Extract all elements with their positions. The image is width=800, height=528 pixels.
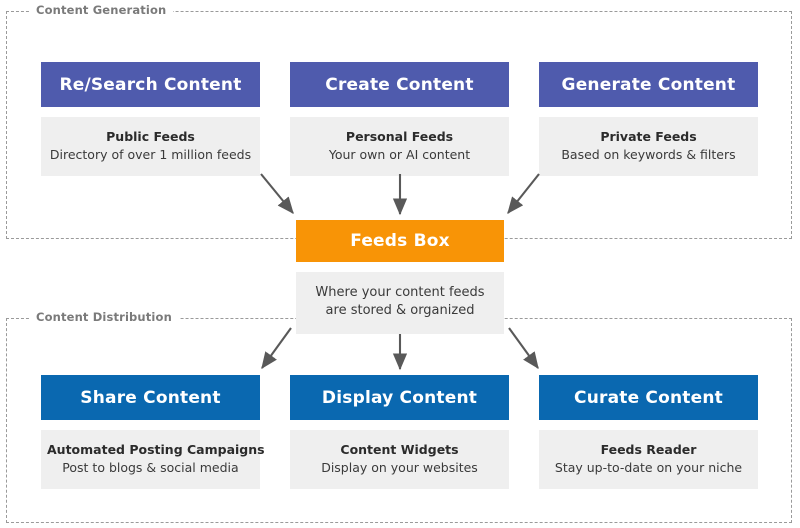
card-generate-content[interactable]: Generate Content Private Feeds Based on … <box>539 62 758 176</box>
card-body-sub-personal-feeds: Your own or AI content <box>328 146 471 162</box>
card-share-content[interactable]: Share Content Automated Posting Campaign… <box>41 375 265 489</box>
card-body-sub-automated-posting-campaigns: Post to blogs & social media <box>62 459 239 475</box>
card-header-feeds-box[interactable]: Feeds Box <box>296 220 504 262</box>
card-body-line2-feeds-box: are stored & organized <box>325 303 475 319</box>
card-body-display-content: Content Widgets Display on your websites <box>290 430 509 489</box>
card-create-content[interactable]: Create Content Personal Feeds Your own o… <box>290 62 509 176</box>
card-body-sub-content-widgets: Display on your websites <box>321 459 478 475</box>
card-curate-content[interactable]: Curate Content Feeds Reader Stay up-to-d… <box>539 375 758 489</box>
card-body-sub-private-feeds: Based on keywords & filters <box>561 146 736 162</box>
section-label-content-distribution: Content Distribution <box>29 310 179 324</box>
section-label-content-generation: Content Generation <box>29 3 174 17</box>
card-header-generate-content[interactable]: Generate Content <box>539 62 758 107</box>
card-body-line1-feeds-box: Where your content feeds <box>315 285 485 300</box>
card-body-sub-feeds-reader: Stay up-to-date on your niche <box>554 459 743 475</box>
card-body-share-content: Automated Posting Campaigns Post to blog… <box>41 430 265 489</box>
card-research-content[interactable]: Re/Search Content Public Feeds Directory… <box>41 62 260 176</box>
card-body-sub-public-feeds: Directory of over 1 million feeds <box>49 146 252 162</box>
card-body-curate-content: Feeds Reader Stay up-to-date on your nic… <box>539 430 758 489</box>
card-body-research-content: Public Feeds Directory of over 1 million… <box>41 117 260 176</box>
card-body-feeds-box: Where your content feeds are stored & or… <box>296 272 504 334</box>
card-body-title-content-widgets: Content Widgets <box>340 442 459 457</box>
card-header-display-content[interactable]: Display Content <box>290 375 509 420</box>
card-body-title-public-feeds: Public Feeds <box>106 129 195 144</box>
card-body-generate-content: Private Feeds Based on keywords & filter… <box>539 117 758 176</box>
card-body-title-personal-feeds: Personal Feeds <box>345 129 454 144</box>
card-header-research-content[interactable]: Re/Search Content <box>41 62 260 107</box>
card-body-title-automated-posting-campaigns: Automated Posting Campaigns <box>47 442 265 457</box>
card-body-title-feeds-reader: Feeds Reader <box>600 442 697 457</box>
card-display-content[interactable]: Display Content Content Widgets Display … <box>290 375 509 489</box>
card-header-share-content[interactable]: Share Content <box>41 375 260 420</box>
card-feeds-box[interactable]: Feeds Box Where your content feeds are s… <box>296 220 504 334</box>
card-header-create-content[interactable]: Create Content <box>290 62 509 107</box>
card-body-title-private-feeds: Private Feeds <box>600 129 697 144</box>
card-header-curate-content[interactable]: Curate Content <box>539 375 758 420</box>
card-body-create-content: Personal Feeds Your own or AI content <box>290 117 509 176</box>
